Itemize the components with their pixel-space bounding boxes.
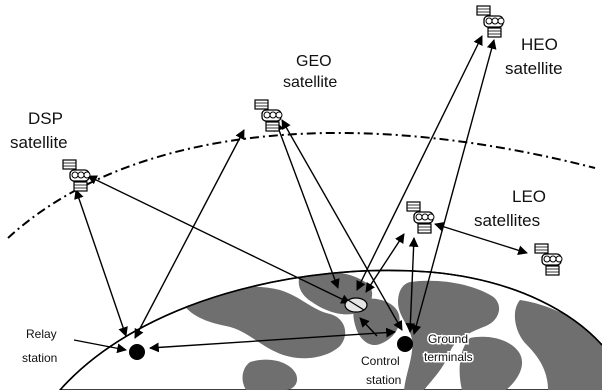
relay-station-dot: [129, 344, 145, 360]
earth: [58, 269, 602, 390]
link-geo-ground: [281, 119, 403, 331]
geo-label: GEO satellite: [283, 53, 337, 91]
leo-satellite-1-icon: [406, 201, 435, 234]
links: [74, 35, 528, 353]
link-geo-control: [274, 121, 340, 289]
heo-label: HEO satellite: [505, 35, 563, 78]
dsp-satellite-icon: [62, 159, 91, 192]
link-heo-ground: [411, 39, 497, 335]
control-station-icon: [344, 297, 368, 313]
ground-terminal-dot: [397, 336, 413, 352]
link-dsp-control: [87, 175, 351, 304]
relay-station-label: Relay station: [22, 327, 60, 365]
control-station-pointer: [359, 317, 378, 337]
dsp-label: DSP satellite: [10, 109, 68, 152]
heo-satellite-icon: [476, 5, 505, 38]
leo-satellite-2-icon: [534, 243, 563, 276]
geo-satellite-icon: [254, 99, 283, 132]
link-leo-control: [365, 233, 405, 293]
link-leo-leo: [434, 221, 528, 256]
leo-label: LEO satellites: [474, 187, 551, 230]
control-station-label: Control station: [361, 354, 403, 387]
link-relay-dsp: [74, 189, 128, 337]
link-leo-ground: [405, 237, 419, 333]
ground-terminals-label: Ground terminals: [424, 332, 473, 364]
link-relay-ground: [149, 327, 396, 353]
relay-station-pointer: [73, 339, 127, 354]
link-heo-control: [356, 35, 483, 291]
